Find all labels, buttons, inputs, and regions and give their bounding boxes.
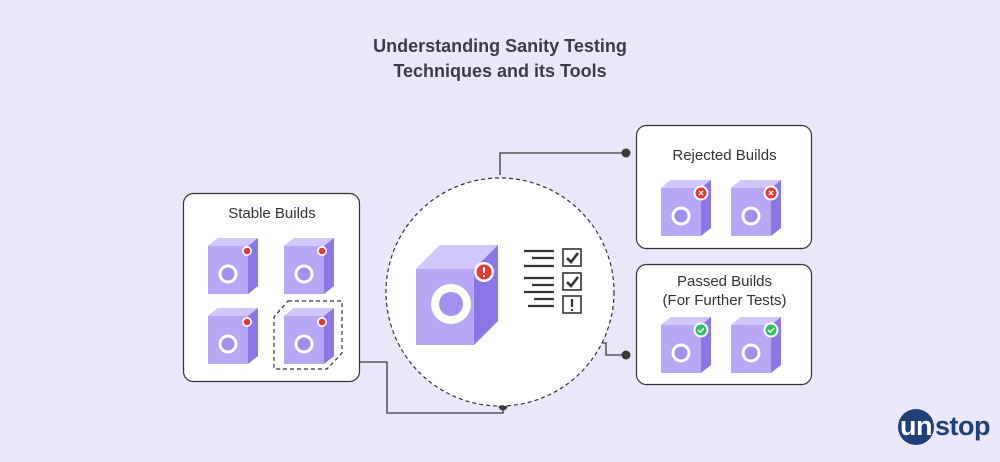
connector-dot [621, 350, 631, 360]
red-dot-icon [318, 318, 326, 326]
logo-text: stop [935, 411, 991, 441]
rejected-builds-label: Rejected Builds [672, 147, 777, 164]
logo-bubble: un [898, 409, 934, 445]
sanity-test-circle [385, 177, 615, 407]
red-dot-icon [243, 247, 251, 255]
exclamation-badge-icon [474, 262, 494, 282]
connector-dot [621, 148, 631, 158]
rejected-build-cube [731, 180, 781, 236]
stable-build-cube [284, 238, 334, 294]
title-line-1: Understanding Sanity Testing [373, 36, 627, 56]
stable-build-cube [208, 238, 258, 294]
red-dot-icon [243, 318, 251, 326]
diagram-title: Understanding Sanity Testing Techniques … [0, 34, 1000, 84]
passed-build-cube [661, 317, 711, 373]
passed-build-cube [731, 317, 781, 373]
x-badge-icon [693, 185, 709, 201]
red-dot-icon [318, 247, 326, 255]
check-badge-icon [693, 322, 709, 338]
stable-build-cube [208, 308, 258, 364]
check-badge-icon [763, 322, 779, 338]
stable-build-cube [284, 308, 334, 364]
title-line-2: Techniques and its Tools [393, 61, 607, 81]
x-badge-icon [763, 185, 779, 201]
passed-builds-label: Passed Builds (For Further Tests) [637, 272, 812, 310]
build-under-test-cube [416, 245, 498, 345]
passed-builds-label-line-1: Passed Builds [676, 273, 773, 290]
connector-rejected [499, 152, 626, 175]
checklist-icon [524, 248, 582, 314]
passed-builds-label-line-2: (For Further Tests) [662, 292, 787, 309]
stable-builds-label: Stable Builds [228, 205, 316, 222]
selected-build-outline [273, 300, 343, 370]
rejected-build-cube [661, 180, 711, 236]
